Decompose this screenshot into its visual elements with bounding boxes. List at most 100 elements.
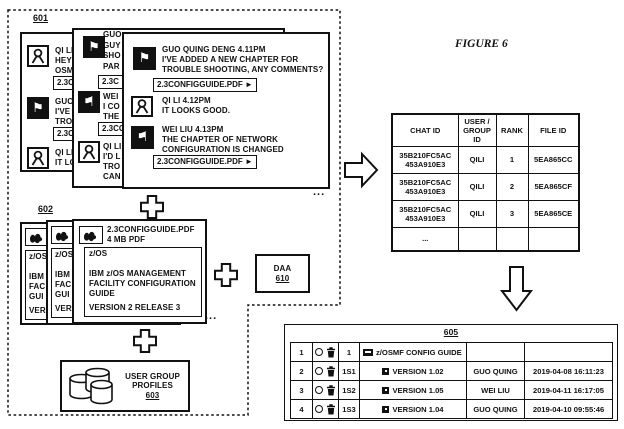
file-id-cell: 5EA865CE (527, 199, 580, 228)
pdf-icon (79, 226, 103, 244)
column-header: RANK (495, 113, 529, 147)
item-id: 1S1 (338, 361, 360, 381)
chat-message-body: THE CHAPTER OF NETWORK CONFIGURATION IS … (162, 135, 284, 154)
item-id: 1 (338, 342, 360, 362)
item-author: GUO QUING (466, 361, 525, 381)
chat-message-fragment: WEI I CO THE (103, 92, 120, 121)
item-author (466, 342, 525, 362)
document-icon (382, 405, 390, 413)
rank-cell (495, 226, 529, 252)
attachment-button[interactable]: 2.3CONFIGGUIDE.PDF ► (153, 155, 257, 169)
item-title-text: VERSION 1.02 (392, 366, 444, 376)
trash-icon[interactable] (326, 403, 336, 415)
plus-sign (140, 195, 164, 219)
item-timestamp: 2019-04-10 09:55:46 (524, 399, 613, 419)
chat-window-front: ⚑ GUO QUING DENG 4.11PM I'VE ADDED A NEW… (122, 32, 330, 189)
document-icon (363, 348, 373, 356)
document-title-fragment: IBM FAC GUI (55, 270, 72, 299)
chat-message-fragment: QI LI HEY OSM (55, 46, 74, 75)
profiles-label: 603 (145, 390, 160, 400)
user-group-profiles-box: USER GROUP PROFILES 603 (60, 360, 190, 412)
chat-id-cell: 35B210FC5AC 453A910E3 (391, 145, 459, 174)
person-icon (78, 141, 100, 163)
daa-box: DAA 610 (255, 254, 310, 293)
file-id-cell: 5EA865CF (527, 172, 580, 201)
item-title: z/OSMF CONFIG GUIDE (359, 342, 467, 362)
flag-icon: ⚑ (27, 97, 49, 119)
table-row: 2 1S1 VERSION 1.02 GUO QUING 2019-04-08 … (290, 361, 613, 381)
table-row: 35B210FC5AC 453A910E3 QILI 3 5EA865CE (391, 199, 580, 228)
row-number: 4 (290, 399, 313, 419)
figure-title: FIGURE 6 (455, 38, 508, 50)
table-row: 35B210FC5AC 453A910E3 QILI 1 5EA865CC (391, 145, 580, 174)
document-stack-label: 602 (38, 204, 54, 214)
item-timestamp: 2019-04-08 16:11:23 (524, 361, 613, 381)
document-card-front: 2.3CONFIGGUIDE.PDF 4 MB PDF z/OS IBM z/O… (72, 219, 207, 324)
attachment-button[interactable]: 2.3CONFIGGUIDE.PDF ► (153, 78, 257, 92)
item-timestamp (524, 342, 613, 362)
row-number: 3 (290, 380, 313, 400)
chat-id-cell: 35B210FC5AC 453A910E3 (391, 172, 459, 201)
rank-table: CHAT ID USER / GROUP ID RANK FILE ID 35B… (391, 113, 580, 252)
chat-message-fragment: GUO GUY SHO PAR (103, 30, 122, 71)
column-header: CHAT ID (391, 113, 459, 147)
version-table: 1 1 z/OSMF CONFIG GUIDE 2 (290, 342, 613, 419)
user-group-cell: QILI (457, 172, 497, 201)
row-actions (312, 399, 339, 419)
table-row: ... (391, 226, 580, 252)
item-author: WEI LIU (466, 380, 525, 400)
document-icon (382, 367, 390, 375)
document-version: VERSION 2 RELEASE 3 (89, 303, 181, 312)
trash-icon[interactable] (326, 365, 336, 377)
radio-icon[interactable] (315, 367, 323, 375)
chat-stack-ellipsis: ... (313, 186, 326, 198)
document-platform: z/OS (55, 250, 74, 259)
item-title: VERSION 1.04 (359, 399, 467, 419)
radio-icon[interactable] (315, 405, 323, 413)
radio-icon[interactable] (315, 348, 323, 356)
trash-icon[interactable] (326, 384, 336, 396)
chat-stack-label: 601 (33, 13, 49, 23)
document-stack-ellipsis: ... (205, 310, 218, 322)
rank-cell: 3 (495, 199, 529, 228)
file-id-cell (527, 226, 580, 252)
pdf-icon (51, 226, 75, 244)
document-filesize: 4 MB PDF (107, 235, 146, 244)
document-platform: z/OS (29, 252, 48, 261)
radio-icon[interactable] (315, 386, 323, 394)
person-icon (27, 45, 49, 67)
chat-message-header: QI LI 4.12PM (162, 96, 211, 105)
chat-id-cell: ... (391, 226, 459, 252)
right-arrow (344, 151, 379, 189)
table-row: 3 1S2 VERSION 1.05 WEI LIU 2019-04-11 16… (290, 380, 613, 400)
plus-sign (133, 329, 157, 353)
trash-icon[interactable] (326, 346, 336, 358)
item-id: 1S2 (338, 380, 360, 400)
profiles-text: USER GROUP PROFILES (125, 371, 180, 391)
document-platform: z/OS (89, 249, 108, 258)
document-title: IBM z/OS MANAGEMENT FACILITY CONFIGURATI… (89, 269, 196, 298)
table-row: 35B210FC5AC 453A910E3 QILI 2 5EA865CF (391, 172, 580, 201)
column-header: FILE ID (527, 113, 580, 147)
version-table-label: 605 (443, 327, 459, 337)
item-id: 1S3 (338, 399, 360, 419)
column-header: USER / GROUP ID (457, 113, 497, 147)
flag-icon-mirrored: ⚑ (131, 126, 154, 149)
document-version-fragment: VER (55, 304, 72, 313)
chat-message-fragment: QI LI IT LO (55, 148, 76, 167)
table-row: 1 1 z/OSMF CONFIG GUIDE (290, 342, 613, 362)
pdf-icon (25, 228, 49, 246)
chat-message-fragment: QI LI I'D L TRO CAN (103, 142, 122, 181)
document-version-fragment: VER (29, 306, 46, 315)
chat-id-cell: 35B210FC5AC 453A910E3 (391, 199, 459, 228)
chat-message-header: GUO QUING DENG 4.11PM (162, 45, 266, 54)
file-id-cell: 5EA865CC (527, 145, 580, 174)
database-icon (69, 367, 113, 405)
item-title: VERSION 1.05 (359, 380, 467, 400)
daa-name: DAA (273, 263, 292, 273)
chat-message-header: WEI LIU 4.13PM (162, 125, 224, 134)
item-title: VERSION 1.02 (359, 361, 467, 381)
document-cover: z/OS IBM z/OS MANAGEMENT FACILITY CONFIG… (84, 247, 202, 317)
